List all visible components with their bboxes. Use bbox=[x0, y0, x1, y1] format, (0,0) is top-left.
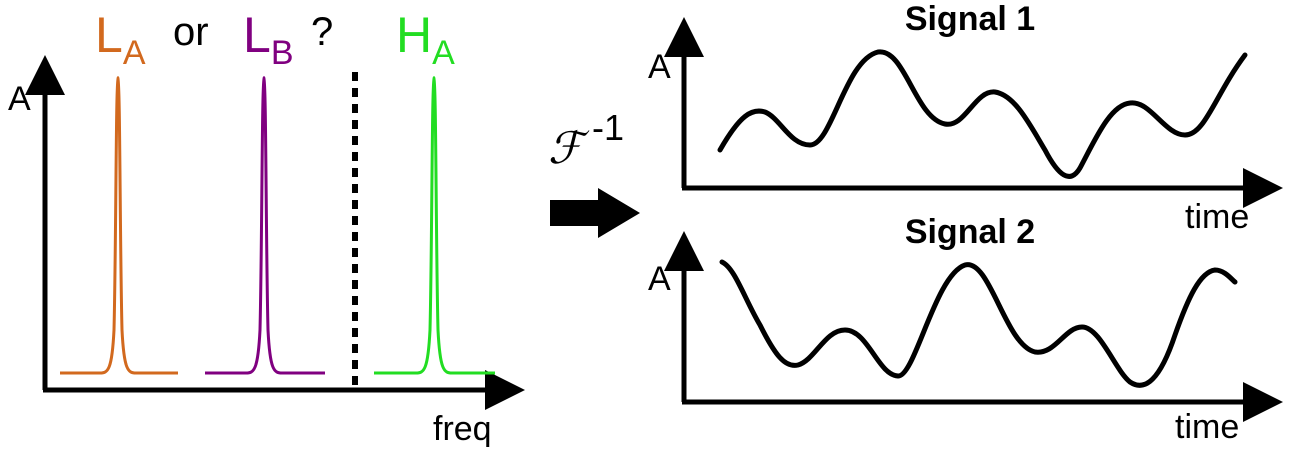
peak-lb-curve bbox=[205, 75, 325, 375]
signal1-title: Signal 1 bbox=[905, 0, 1035, 38]
spectrum-panel: A freq LA or LB ? HA bbox=[8, 7, 525, 448]
peak-ha-label: HA bbox=[396, 7, 455, 72]
signal2-panel: Signal 2 A time bbox=[648, 213, 1283, 446]
or-text: or bbox=[173, 10, 209, 54]
question-mark: ? bbox=[311, 10, 333, 54]
peak-lb-label: LB bbox=[243, 7, 294, 72]
spectrum-x-axis-label: freq bbox=[433, 410, 492, 448]
signal2-x-axis-label: time bbox=[1175, 408, 1239, 446]
signal1-waveform bbox=[717, 49, 1248, 179]
signal2-title: Signal 2 bbox=[905, 213, 1035, 251]
signal1-panel: Signal 1 A time bbox=[648, 0, 1283, 236]
peak-ha-curve bbox=[374, 75, 495, 375]
signal2-y-axis-label: A bbox=[648, 260, 671, 298]
spectrum-y-axis-label: A bbox=[8, 80, 31, 118]
inverse-transform: ℱ -1 bbox=[548, 107, 640, 238]
fourier-exponent: -1 bbox=[592, 107, 624, 148]
transform-arrow-icon bbox=[550, 188, 640, 238]
signal1-y-axis-label: A bbox=[648, 48, 671, 86]
peak-la-label: LA bbox=[95, 7, 146, 72]
signal2-waveform bbox=[719, 259, 1238, 388]
signal1-x-axis-label: time bbox=[1185, 198, 1249, 236]
peak-la-curve bbox=[60, 75, 178, 375]
fourier-operator-symbol: ℱ bbox=[548, 123, 590, 174]
